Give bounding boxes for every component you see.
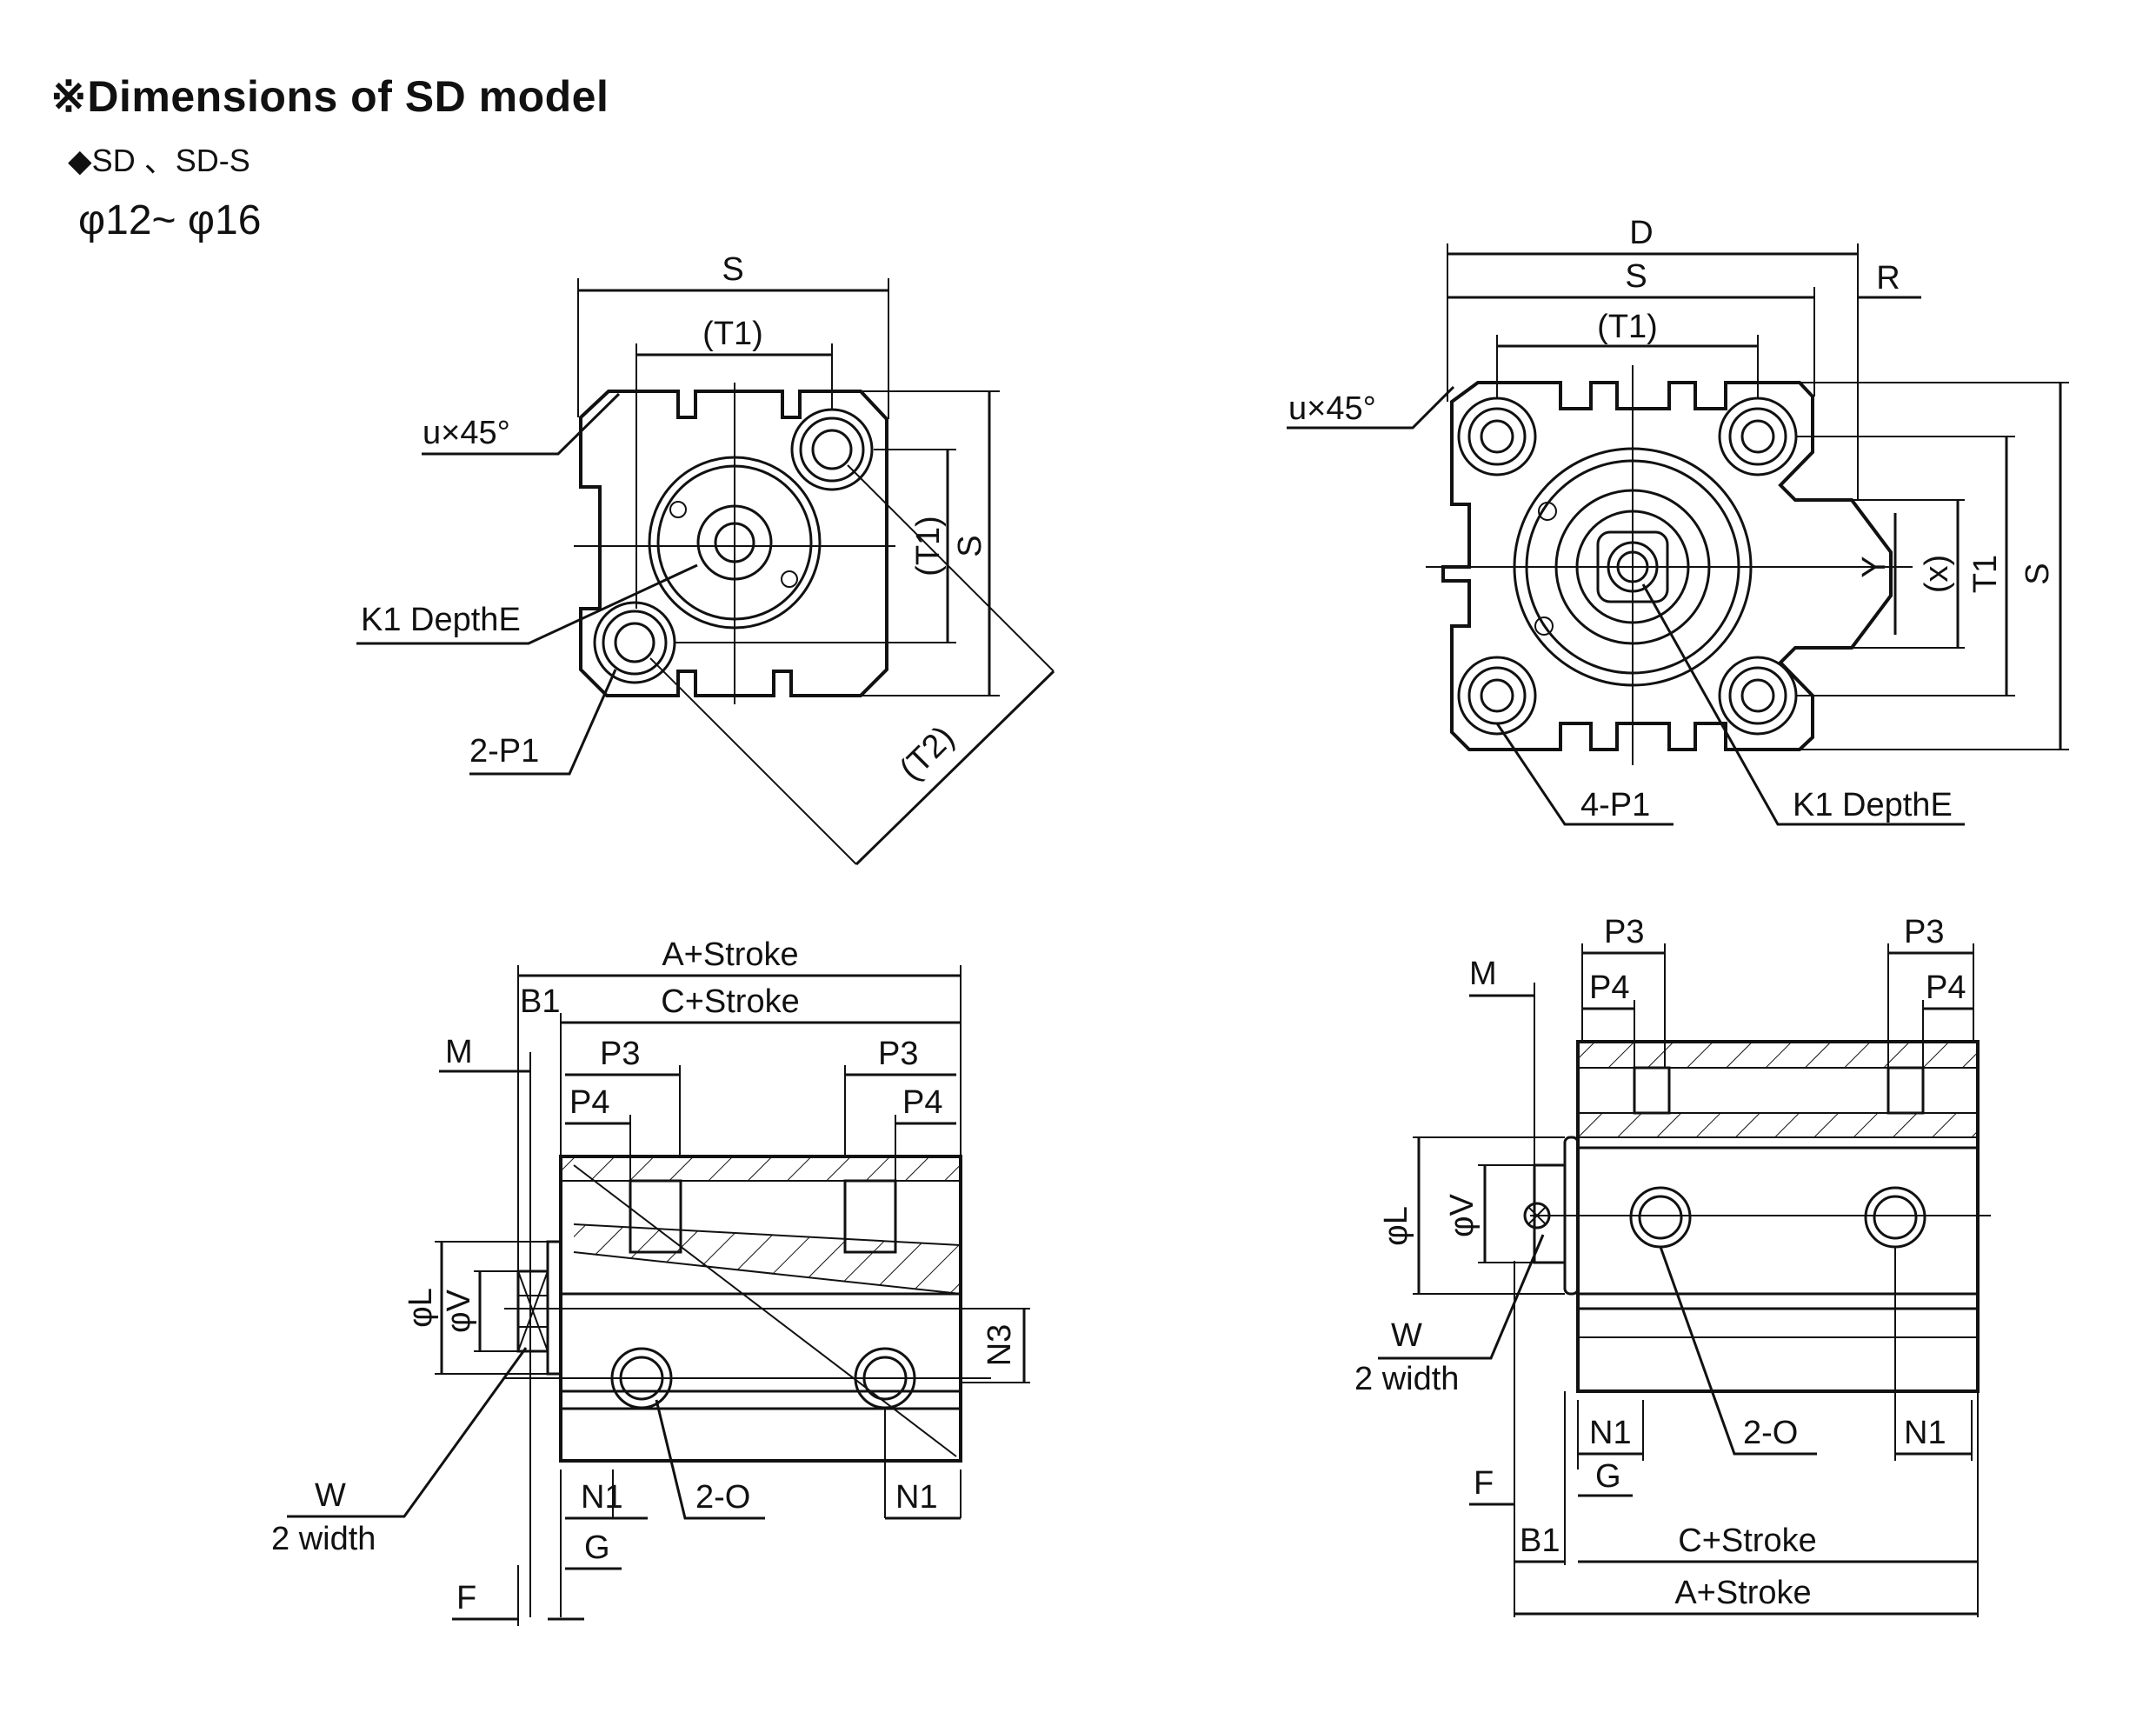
dim-m: M [445,1034,473,1070]
k1-depth-label-large: K1 DepthE [1793,787,1953,823]
dim-p3-left: P3 [600,1036,640,1072]
dim-w-large: W [1391,1317,1422,1354]
dim-y: Y [1856,556,1893,577]
chamfer-label: u×45° [423,415,510,451]
dim-n3: N3 [982,1324,1018,1367]
dim-g-large: G [1595,1458,1621,1495]
dim-width: 2 width [271,1521,376,1557]
dim-s-top-large: S [1625,258,1647,295]
dim-phi-v-large: φV [1444,1193,1481,1237]
dim-n1-left-large: N1 [1589,1415,1632,1451]
dim-x: (x) [1919,555,1955,593]
dim-b1-large: B1 [1520,1523,1560,1559]
dim-s-side-large: S [2020,563,2056,584]
dim-p3-left-large: P3 [1604,914,1644,950]
dim-m-large: M [1469,956,1497,992]
chamfer-label-large: u×45° [1288,390,1376,427]
model-list: ◆SD 、SD-S [68,143,250,178]
dim-t2: (T2) [893,719,962,788]
dim-2-o-large: 2-O [1743,1415,1798,1451]
dim-f-large: F [1474,1465,1494,1502]
dim-phi-l: φL [403,1288,439,1328]
front-view-large: D S R (T1) Y (x) T1 S u×45° 4-P1 K1 Dept… [1287,215,2069,826]
dim-n1-right-large: N1 [1904,1415,1946,1451]
dim-p4-left: P4 [569,1084,609,1121]
dim-a-stroke: A+Stroke [662,936,798,973]
dim-c-stroke: C+Stroke [661,983,799,1020]
dim-d: D [1629,215,1653,251]
p1-label: 2-P1 [469,733,539,770]
dim-g: G [584,1529,610,1566]
k1-depth-label: K1 DepthE [361,602,521,638]
dim-t1-top: (T1) [702,316,763,352]
dim-b1: B1 [520,983,560,1020]
dim-2-o: 2-O [695,1479,750,1516]
dim-p3-right-large: P3 [1904,914,1944,950]
page-title: ※Dimensions of SD model [50,72,609,121]
bore-range: φ12~ φ16 [78,197,262,243]
dim-p4-left-large: P4 [1589,970,1629,1006]
dim-f: F [456,1580,476,1616]
dim-p4-right: P4 [902,1084,942,1121]
dim-s-top: S [722,251,743,288]
dim-phi-l-large: φL [1378,1206,1414,1246]
dim-n1-left: N1 [581,1479,623,1516]
dim-width-large: 2 width [1354,1361,1459,1397]
side-view-large: P3 P4 P3 P4 M φL φV W 2 width N1 G [1354,914,1991,1617]
dim-phi-v: φV [441,1289,477,1333]
dim-t1-side-large: T1 [1967,555,2004,593]
dim-r: R [1876,260,1900,297]
side-view-small: A+Stroke C+Stroke B1 M P3 P4 P3 P4 φL φV [271,936,1030,1626]
dim-c-stroke-large: C+Stroke [1678,1523,1816,1559]
dim-w: W [315,1477,346,1514]
dim-n1-right: N1 [895,1479,938,1516]
front-view-small: S (T1) (T1) S (T2) u×45° K1 DepthE 2-P1 [356,251,1055,866]
p1-label-large: 4-P1 [1580,787,1650,823]
dim-a-stroke-large: A+Stroke [1674,1575,1811,1611]
dim-s-side: S [952,535,988,556]
dim-p4-right-large: P4 [1926,970,1966,1006]
dim-t1-top-large: (T1) [1597,309,1658,345]
dim-p3-right: P3 [878,1036,918,1072]
